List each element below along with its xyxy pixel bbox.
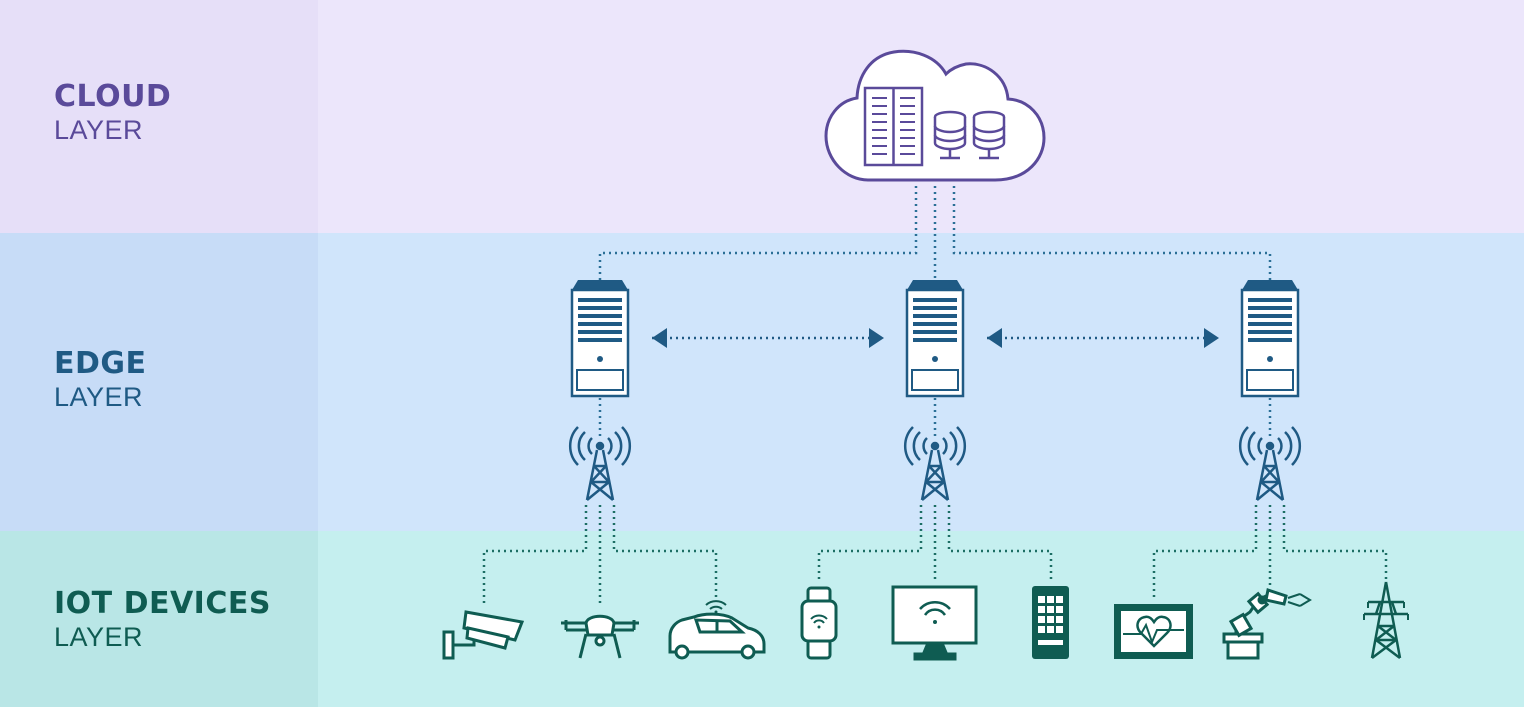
cell-tower-icon: [568, 426, 632, 501]
edge-server-icon: [1240, 280, 1300, 398]
tower-device-connectors: [482, 505, 1388, 604]
edge-layer-subtitle: LAYER: [54, 381, 144, 412]
cell-tower-icon: [1238, 426, 1302, 501]
iot-layer-subtitle: LAYER: [54, 621, 144, 652]
cloud-layer-label: CLOUD LAYER: [54, 79, 172, 146]
edge-layer-title: EDGE: [54, 346, 147, 381]
drone-icon: [561, 614, 639, 659]
iot-layer-title: IOT DEVICES: [54, 586, 271, 621]
connected-car-icon: [668, 600, 766, 660]
security-camera-icon: [442, 610, 525, 660]
robotic-arm-icon: [1222, 588, 1312, 660]
database-icon: [972, 110, 1006, 160]
health-monitor-icon: [1114, 604, 1193, 659]
cloud-layer-band: CLOUD LAYER: [0, 0, 1524, 233]
cell-tower-icon: [903, 426, 967, 501]
database-icon: [933, 110, 967, 160]
smartphone-icon: [1032, 586, 1069, 659]
smart-monitor-icon: [891, 585, 978, 661]
iot-layer-label: IOT DEVICES LAYER: [54, 586, 271, 653]
edge-server-icon: [905, 280, 965, 398]
server-tower-connectors: [598, 398, 1272, 440]
smartwatch-icon: [800, 586, 838, 660]
cloud-layer-title: CLOUD: [54, 79, 172, 114]
cloud-edge-connectors: [598, 186, 1272, 280]
power-pylon-icon: [1363, 581, 1409, 659]
cloud-layer-subtitle: LAYER: [54, 114, 144, 145]
edge-server-icon: [570, 280, 630, 398]
edge-layer-label: EDGE LAYER: [54, 346, 147, 413]
server-rack-icon: [863, 86, 924, 167]
